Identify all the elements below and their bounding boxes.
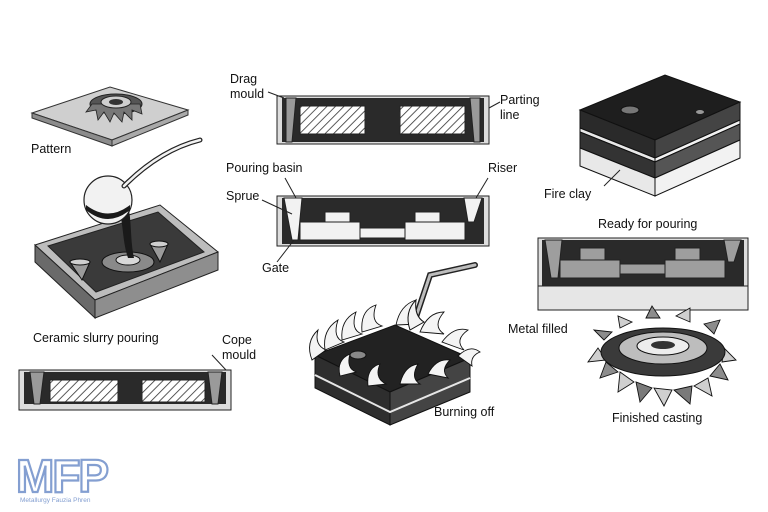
label-gate: Gate	[262, 261, 289, 275]
label-cope-line2: mould	[222, 348, 256, 362]
label-pattern: Pattern	[31, 142, 71, 156]
logo-mark: MFP	[16, 450, 108, 502]
label-parting-line1: Parting	[500, 93, 540, 107]
label-drag-line1: Drag	[230, 72, 257, 86]
assembled-mould-illustration	[261, 177, 490, 263]
drag-mould-illustration	[267, 91, 501, 145]
pattern-gear	[85, 93, 143, 123]
label-pouring-basin: Pouring basin	[226, 161, 302, 175]
label-ready-for-pouring: Ready for pouring	[598, 217, 697, 231]
ready-for-pouring-illustration	[578, 74, 742, 197]
label-metal-filled: Metal filled	[508, 322, 568, 336]
label-drag-line2: mould	[230, 87, 264, 101]
label-burning-off: Burning off	[434, 405, 495, 419]
pattern-illustration	[30, 86, 190, 147]
label-cope-line1: Cope	[222, 333, 252, 347]
label-sprue: Sprue	[226, 189, 259, 203]
burning-off-illustration	[309, 262, 481, 426]
metal-filled-illustration	[537, 237, 749, 311]
finished-casting-illustration	[587, 305, 737, 407]
label-finished-casting: Finished casting	[612, 411, 702, 425]
logo-tagline: Metallurgy Fauzia Phren	[20, 497, 91, 504]
label-fire-clay: Fire clay	[544, 187, 592, 201]
slurry-pouring-illustration	[34, 137, 219, 320]
label-ceramic-slurry-pouring: Ceramic slurry pouring	[33, 331, 159, 345]
flames	[309, 299, 481, 387]
label-parting-line2: line	[500, 108, 520, 122]
label-riser: Riser	[488, 161, 517, 175]
mfp-logo: MFP Metallurgy Fauzia Phren	[15, 449, 112, 504]
cope-mould-illustration	[18, 354, 232, 411]
